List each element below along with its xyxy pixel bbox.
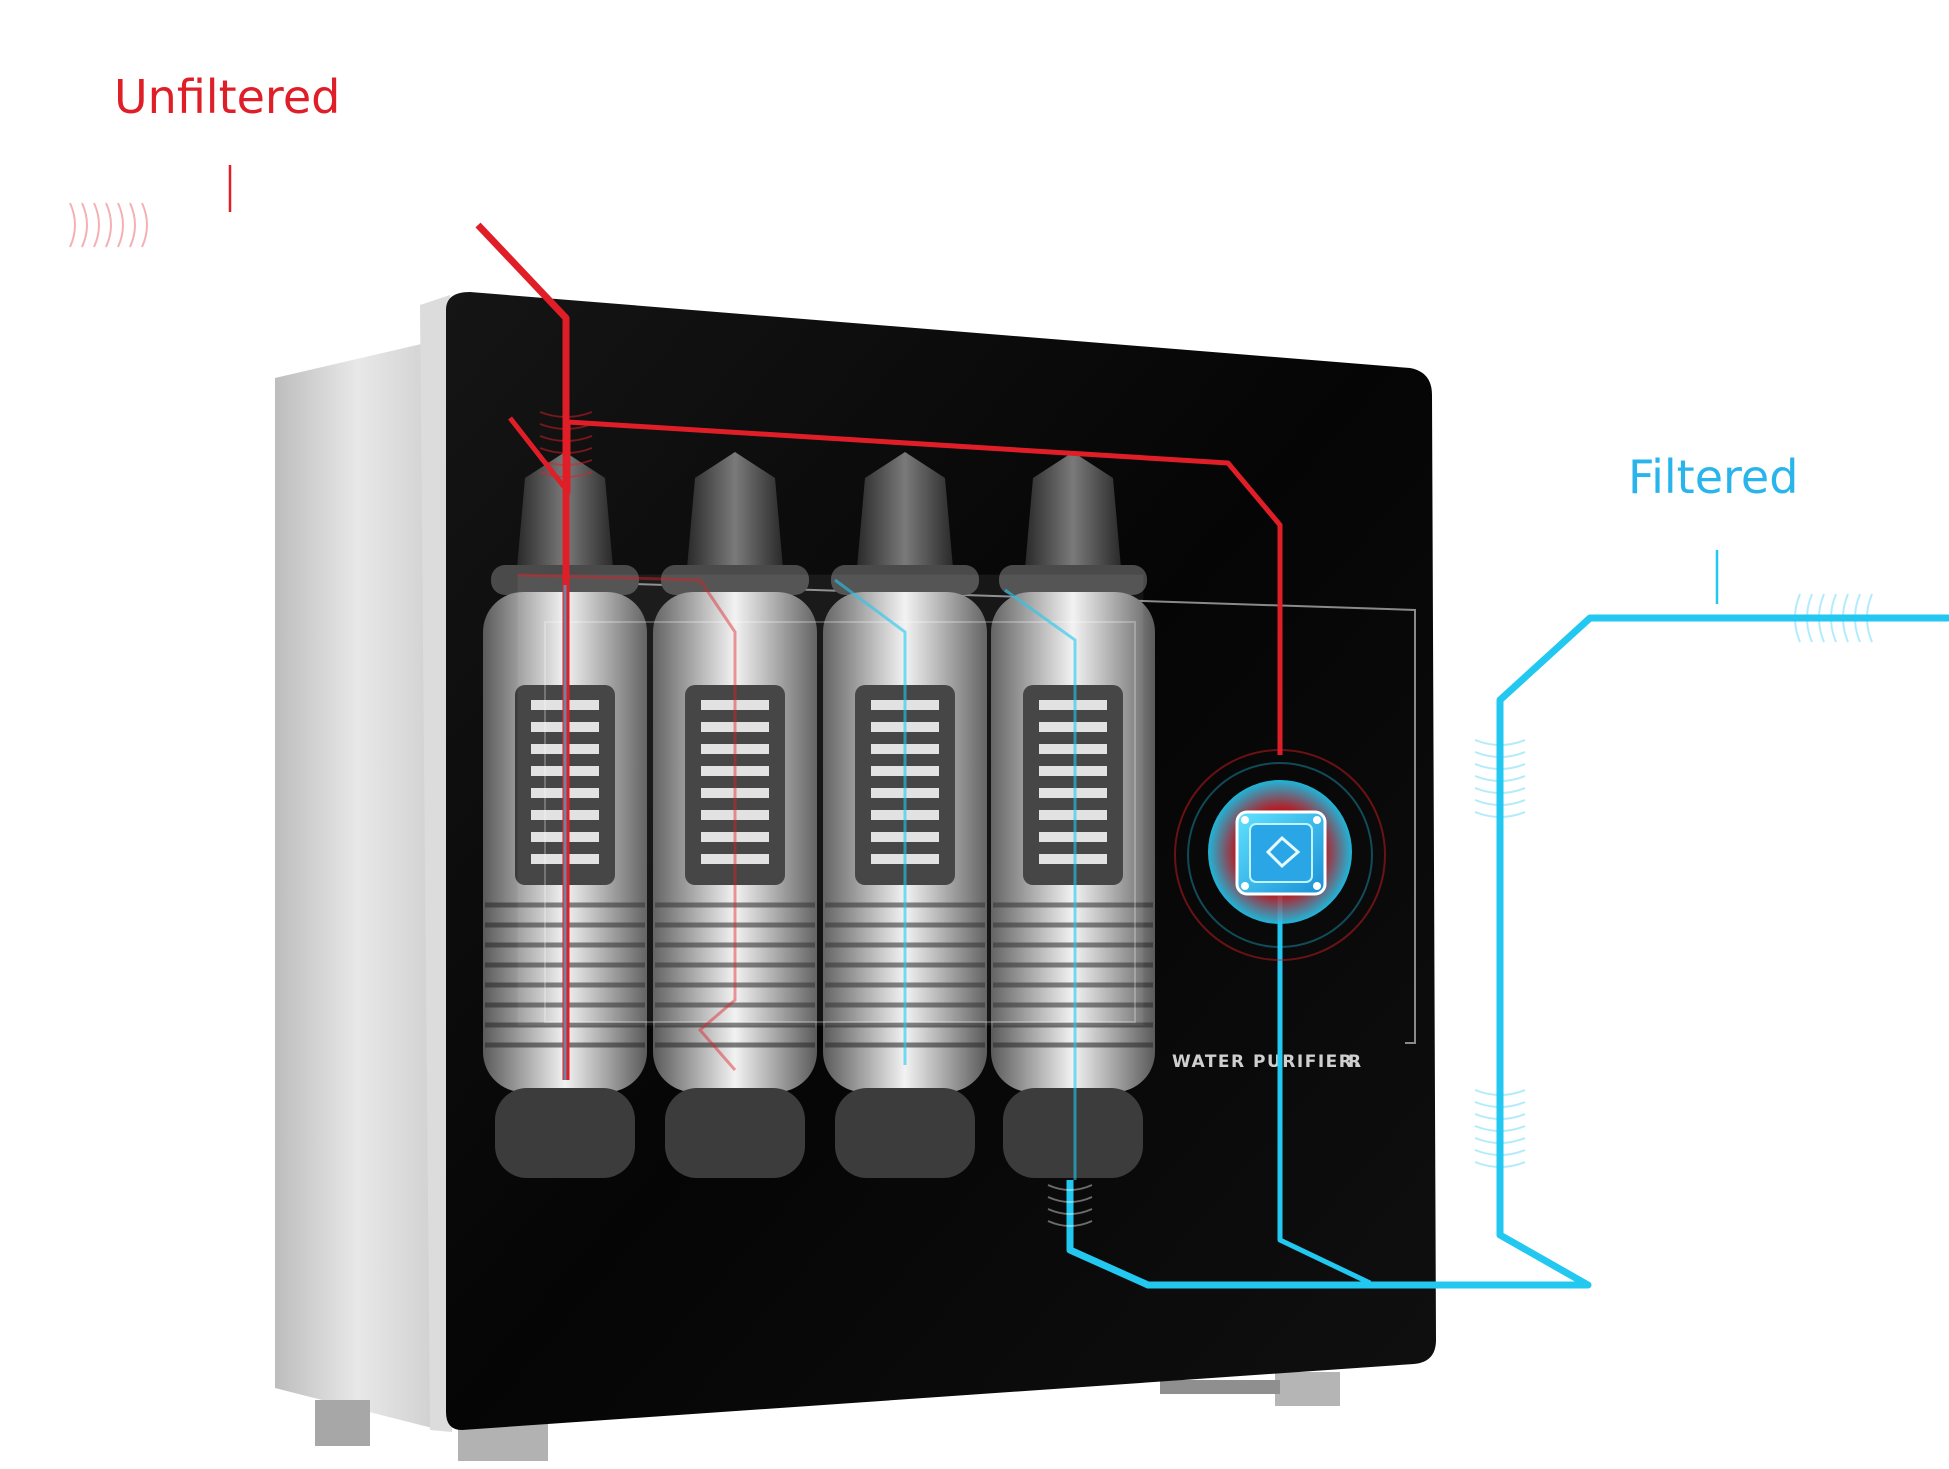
filter-cartridge — [653, 452, 817, 1178]
outlet-ripple-icon — [1794, 593, 1873, 643]
filter-cartridges — [483, 452, 1155, 1178]
cabinet-foot — [1275, 1372, 1340, 1406]
cabinet-side-panel — [275, 342, 440, 1430]
unfiltered-distribution-pipe — [508, 416, 1283, 755]
water-filter-chip-icon — [1174, 749, 1386, 961]
inlet-ripple-icon — [69, 202, 148, 248]
filtered-flow — [563, 550, 1949, 1289]
filtered-collector-pipe — [1066, 614, 1949, 1289]
filtered-core-pipe — [1277, 890, 1372, 1286]
pipe-ripple-icon — [1474, 739, 1526, 1168]
pipe-ripple-icon — [1047, 1184, 1093, 1227]
filter-cartridge — [991, 452, 1155, 1178]
brand-logo: R — [1348, 1052, 1361, 1072]
unfiltered-label: Unfiltered — [114, 70, 341, 124]
pipe-ripple-icon — [539, 411, 593, 478]
brand-text: WATER PURIFIER. — [1172, 1052, 1362, 1072]
filtered-label: Filtered — [1628, 450, 1799, 504]
filtered-inner-trace — [563, 578, 1077, 1180]
cabinet-foot — [315, 1400, 370, 1446]
